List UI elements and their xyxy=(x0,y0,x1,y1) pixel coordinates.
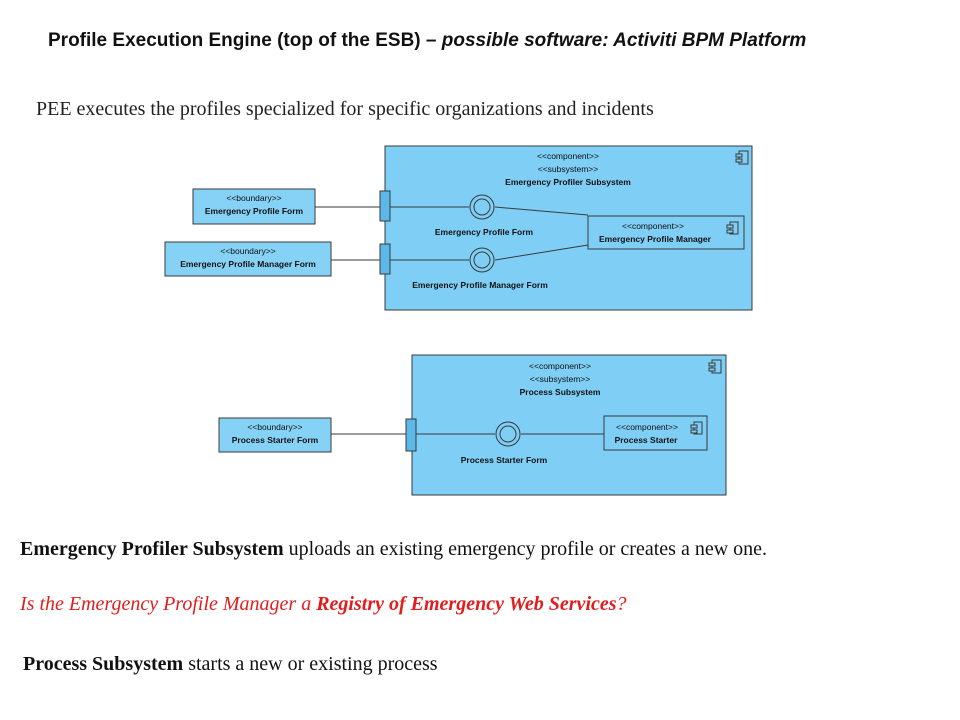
bottom-interface-1-label: Process Starter Form xyxy=(461,455,548,465)
top-boundary-2-box xyxy=(164,241,332,277)
top-boundary-2-stereo: <<boundary>> xyxy=(220,246,275,256)
top-inner-component-name: Emergency Profile Manager xyxy=(599,234,712,244)
bottom-inner-component-name: Process Starter xyxy=(615,435,679,445)
note-2-post: ? xyxy=(616,593,627,615)
title-dash: – xyxy=(420,30,442,51)
bottom-inner-component-box xyxy=(603,415,708,451)
top-interface-2-label: Emergency Profile Manager Form xyxy=(412,280,548,290)
top-boundary-1-box xyxy=(192,188,316,225)
title-main: Profile Execution Engine (top of the ESB… xyxy=(48,30,421,51)
top-interface-2-icon xyxy=(469,247,495,273)
note-1-bold: Emergency Profiler Subsystem xyxy=(20,538,284,560)
note-2-bold: Registry of Emergency Web Services xyxy=(316,593,617,615)
top-port-1 xyxy=(379,190,391,222)
top-boundary-1-stereo: <<boundary>> xyxy=(226,193,281,203)
bottom-stereo-subsystem: <<subsystem>> xyxy=(530,374,591,384)
top-interface-1-icon xyxy=(469,194,495,220)
top-inner-component-icon xyxy=(726,221,739,235)
note-3-rest: starts a new or existing process xyxy=(183,653,438,675)
note-2-pre: Is the Emergency Profile Manager a xyxy=(20,593,317,615)
bottom-inner-component-stereo: <<component>> xyxy=(616,422,678,432)
top-stereo-component: <<component>> xyxy=(537,151,599,161)
top-inner-component-stereo: <<component>> xyxy=(622,221,684,231)
top-inner-component-box xyxy=(587,215,745,250)
top-interface-1-label: Emergency Profile Form xyxy=(435,227,534,237)
bottom-subsystem-component-icon xyxy=(708,359,722,374)
top-boundary-1-name: Emergency Profile Form xyxy=(205,206,304,216)
bottom-subsystem-name: Process Subsystem xyxy=(520,387,601,397)
bottom-stereo-component: <<component>> xyxy=(529,361,591,371)
bottom-interface-1-icon xyxy=(495,421,521,447)
slide-subtitle: PEE executes the profiles specialized fo… xyxy=(36,98,654,120)
bottom-port-1 xyxy=(405,418,417,452)
top-boundary-2-name: Emergency Profile Manager Form xyxy=(180,259,316,269)
bottom-boundary-1-name: Process Starter Form xyxy=(232,435,319,445)
title-italic: possible software: Activiti BPM Platform xyxy=(441,30,807,51)
note-1-rest: uploads an existing emergency profile or… xyxy=(283,538,768,560)
bottom-boundary-1-stereo: <<boundary>> xyxy=(247,422,302,432)
note-3-bold: Process Subsystem xyxy=(23,653,184,675)
note-process-subsystem: Process Subsystem starts a new or existi… xyxy=(23,653,438,676)
top-subsystem-component-icon xyxy=(735,150,749,165)
note-registry-question: Is the Emergency Profile Manager a Regis… xyxy=(20,593,627,616)
bottom-inner-component-icon xyxy=(690,421,703,435)
bottom-boundary-1-box xyxy=(218,417,332,453)
top-subsystem-name: Emergency Profiler Subsystem xyxy=(505,177,631,187)
top-stereo-subsystem: <<subsystem>> xyxy=(538,164,599,174)
note-emergency-profiler: Emergency Profiler Subsystem uploads an … xyxy=(20,538,767,561)
top-port-2 xyxy=(379,243,391,275)
slide-title: Profile Execution Engine (top of the ESB… xyxy=(48,30,806,52)
